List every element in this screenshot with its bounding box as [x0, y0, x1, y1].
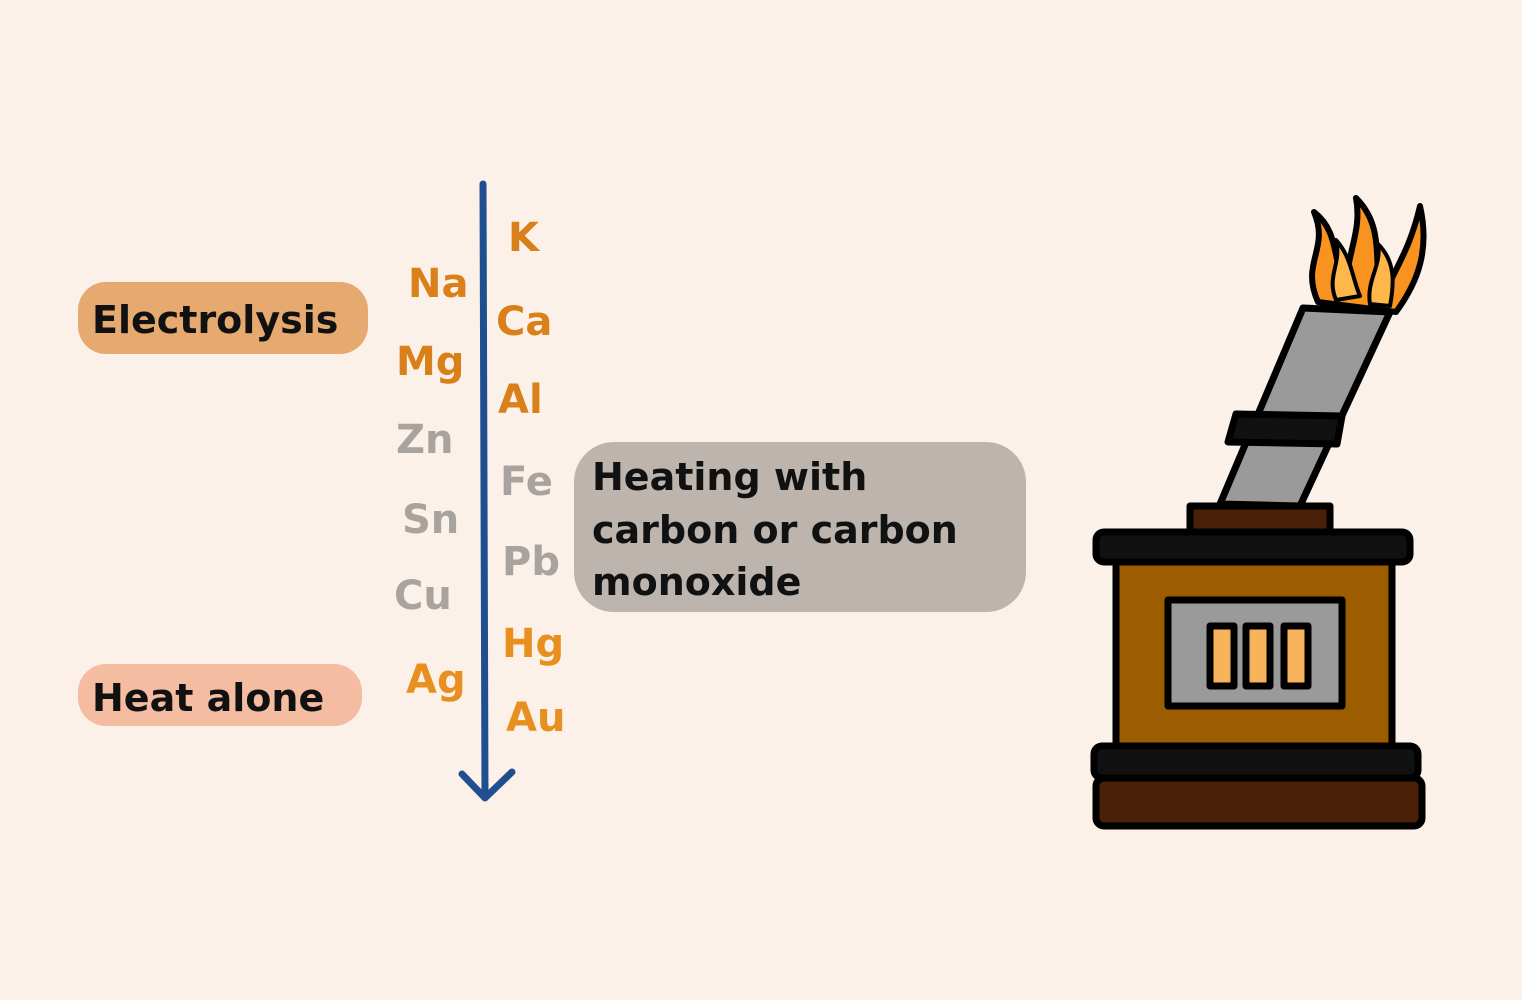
element-pb: Pb [502, 539, 560, 585]
element-ag: Ag [406, 657, 466, 703]
element-al: Al [498, 377, 543, 423]
down-arrow-icon [458, 180, 516, 802]
element-au: Au [506, 695, 566, 741]
electrolysis-highlight [78, 282, 368, 354]
heat-label: Heat alone [92, 676, 325, 720]
element-mg: Mg [396, 339, 465, 385]
carbon-label-line1: Heating with [592, 455, 868, 499]
element-k: K [508, 215, 539, 261]
element-cu: Cu [394, 573, 452, 619]
element-ca: Ca [496, 299, 553, 345]
heat-highlight [78, 664, 362, 726]
element-fe: Fe [500, 459, 553, 505]
element-zn: Zn [396, 417, 454, 463]
carbon-label-line2: carbon or carbon [592, 508, 958, 552]
carbon-highlight [574, 442, 1026, 612]
flame-icon [1309, 195, 1427, 315]
electrolysis-label: Electrolysis [92, 298, 339, 342]
carbon-label-line3: monoxide [592, 560, 802, 604]
furnace-icon [1090, 304, 1426, 830]
element-sn: Sn [402, 497, 460, 543]
element-na: Na [408, 261, 469, 307]
element-hg: Hg [502, 621, 565, 667]
